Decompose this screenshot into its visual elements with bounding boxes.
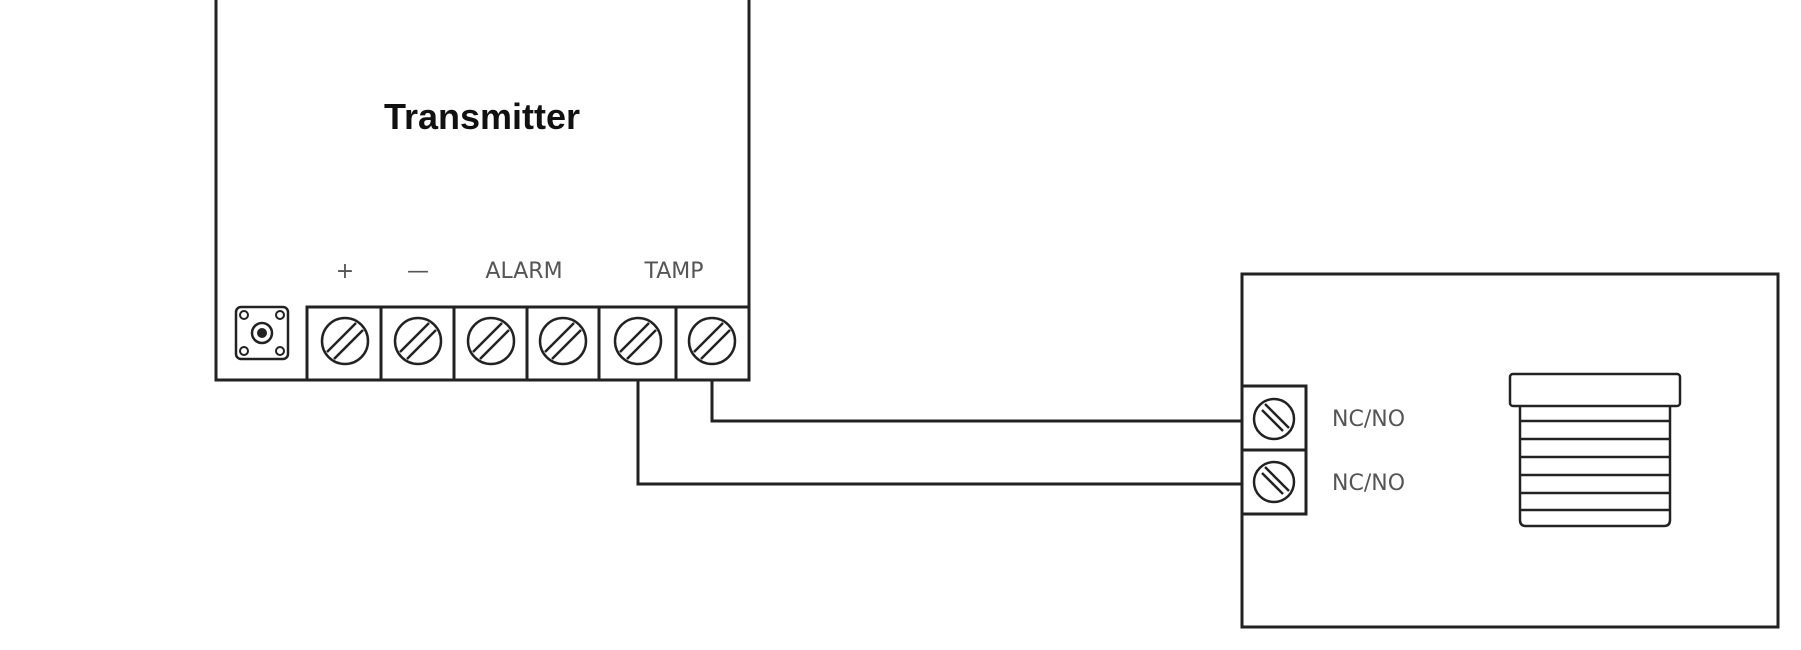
terminal-label-tamp: TAMP xyxy=(643,259,703,284)
terminal-block xyxy=(305,305,751,382)
wire-tamp-1 xyxy=(636,380,1242,486)
screw-terminal-alarm-2-icon xyxy=(538,316,588,366)
terminal-label-alarm: ALARM xyxy=(485,259,562,284)
screw-terminal-plus-icon xyxy=(320,316,370,366)
screw-terminal-minus-icon xyxy=(393,316,443,366)
screw-terminal-tamp-2-icon xyxy=(687,316,737,366)
screw-terminal-alarm-1-icon xyxy=(466,316,516,366)
screw-terminal-tamp-1-icon xyxy=(613,316,663,366)
terminal-label-plus: + xyxy=(336,259,354,284)
transmitter-title: Transmitter xyxy=(384,96,580,137)
transmitter-box xyxy=(214,0,751,382)
sensor-screw-terminal-2-icon xyxy=(1252,460,1296,504)
sensor-terminal-label-1: NC/NO xyxy=(1332,407,1405,432)
sensor-plunger-icon xyxy=(1508,372,1682,528)
terminal-label-minus: — xyxy=(407,259,429,284)
sensor-screw-terminal-1-icon xyxy=(1252,397,1296,441)
sensor-terminal-label-2: NC/NO xyxy=(1332,471,1405,496)
tamper-button-icon xyxy=(234,305,290,361)
wire-tamp-2 xyxy=(710,380,1242,423)
sensor-terminal-block xyxy=(1240,384,1308,516)
sensor-box xyxy=(1240,272,1780,629)
